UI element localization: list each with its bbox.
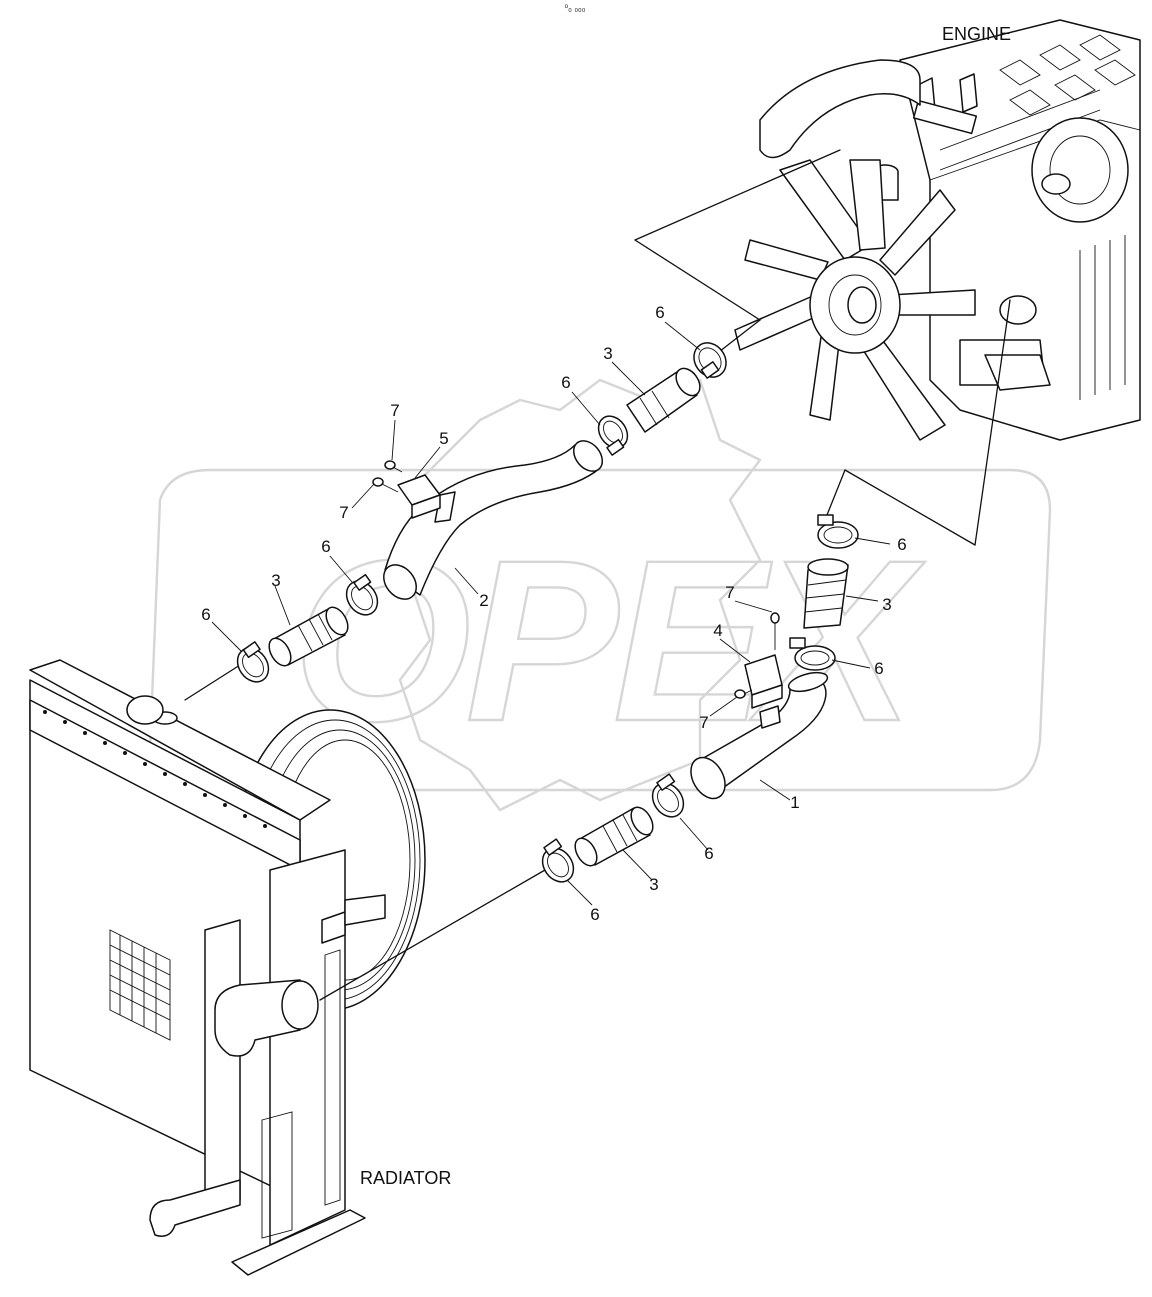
callout-label: 6 [655,303,664,322]
hose-clamp-6b [597,415,629,456]
callout-label: 7 [699,713,708,732]
curved-hose-2 [382,440,604,600]
bolt-7c [770,612,780,650]
callout-label: 6 [201,605,210,624]
callout-label: 6 [704,844,713,863]
hose-clamp-6f [789,637,836,671]
callout-label: 1 [790,793,799,812]
callout-label: 3 [649,875,658,894]
engine-label: ENGINE [942,24,1011,44]
elbow-hose-1 [690,671,829,800]
callout-label: 7 [339,503,348,522]
engine-assembly [734,19,1141,441]
hose-clamp-6a [693,342,727,379]
straight-hose-3d [574,806,654,867]
callout-label: 3 [603,344,612,363]
lower-hose-group [541,514,859,883]
callout-numbers: 6 3 6 7 5 7 6 3 2 6 6 3 7 4 6 7 1 6 3 6 [201,303,906,924]
callout-label: 3 [882,595,891,614]
callout-label: 6 [897,535,906,554]
bolt-7b [372,477,399,493]
bracket-4 [744,654,783,709]
hose-clamp-6g [651,773,685,818]
callout-label: 6 [561,373,570,392]
callout-label: 3 [271,571,280,590]
straight-hose-3b [268,606,349,667]
callout-leaders [211,321,891,906]
hose-clamp-6h [541,838,575,883]
callout-label: 7 [725,583,734,602]
watermark-text: OPEX [292,512,925,769]
radiator-label: RADIATOR [360,1168,451,1188]
callout-label: 7 [390,401,399,420]
upper-hose-group [236,342,727,683]
radiator-assembly [29,659,426,1276]
bolt-7a [384,460,403,473]
header-mark: ⁰₀ ₀₀₀ [564,3,585,13]
hose-clamp-6e [817,514,859,549]
hose-clamp-6d [236,641,270,683]
callout-label: 2 [479,591,488,610]
straight-hose-3c [803,558,849,629]
hose-clamp-6c [345,573,379,616]
callout-label: 5 [439,429,448,448]
callout-label: 6 [590,905,599,924]
bracket-5 [397,474,441,519]
assembly-lines [184,149,1011,1001]
callout-label: 6 [874,659,883,678]
callout-label: 6 [321,537,330,556]
straight-hose-3a [626,367,701,433]
callout-label: 4 [713,621,722,640]
bolt-7d [734,689,753,699]
